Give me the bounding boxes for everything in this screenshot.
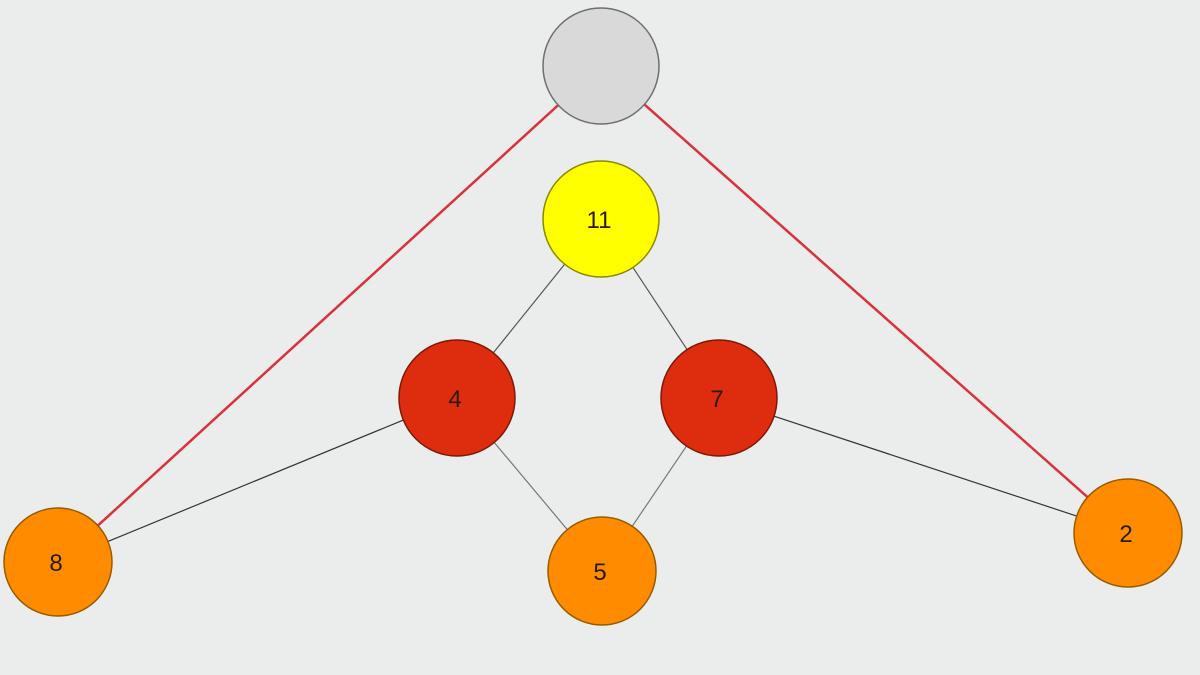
edge-n4-n5 xyxy=(493,442,568,530)
node-top xyxy=(542,7,660,125)
node-circle xyxy=(398,339,516,457)
node-label: 2 xyxy=(1119,521,1132,548)
node-n7: 7 xyxy=(660,339,778,457)
edge-n4-n8 xyxy=(107,419,404,543)
node-n8: 8 xyxy=(3,507,113,617)
node-label: 11 xyxy=(587,207,612,234)
node-label: 7 xyxy=(710,386,723,413)
node-label: 5 xyxy=(593,559,606,586)
node-label: 4 xyxy=(448,386,461,413)
node-n2: 2 xyxy=(1073,478,1183,588)
node-circle xyxy=(547,516,657,626)
nodes-layer: 11 4 7 8 5 2 xyxy=(3,7,1183,626)
node-circle xyxy=(542,160,660,278)
edge-n11-n4 xyxy=(492,263,566,354)
node-circle xyxy=(3,507,113,617)
edge-n7-n5 xyxy=(631,445,688,527)
node-circle xyxy=(542,7,660,125)
node-n4: 4 xyxy=(398,339,516,457)
node-n11: 11 xyxy=(542,160,660,278)
edge-top-n8 xyxy=(97,104,560,527)
node-n5: 5 xyxy=(547,516,657,626)
edge-n11-n7 xyxy=(632,267,688,350)
edge-top-n2 xyxy=(643,103,1089,499)
node-label: 8 xyxy=(49,550,62,577)
node-circle xyxy=(1073,478,1183,588)
edges-layer xyxy=(97,103,1089,543)
edge-n7-n2 xyxy=(773,415,1077,517)
node-circle xyxy=(660,339,778,457)
